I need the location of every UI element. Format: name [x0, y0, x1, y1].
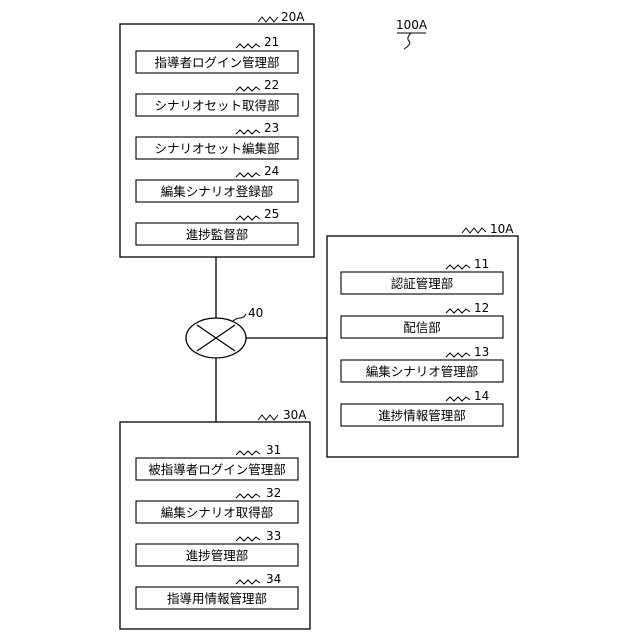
figure-ref-leader	[397, 33, 426, 49]
unit-25-label: 進捗監督部	[186, 227, 249, 242]
unit-23-label: シナリオセット編集部	[154, 141, 279, 156]
unit-34-ref: 34	[266, 572, 281, 586]
unit-34-label: 指導用情報管理部	[167, 591, 267, 606]
unit-25-ref: 25	[264, 207, 279, 221]
network-ref-label: 40	[248, 306, 263, 320]
network-symbol	[186, 318, 246, 358]
unit-22-ref: 22	[264, 78, 279, 92]
unit-12-ref: 12	[474, 301, 489, 315]
unit-21-ref: 21	[264, 35, 279, 49]
block-20a: 20A 指導者ログイン管理部 21 シナリオセット取得部 22 シナリオセット編…	[120, 10, 314, 257]
block-20a-ref-leader	[258, 17, 278, 22]
block-20a-ref-label: 20A	[281, 10, 305, 24]
block-10a-ref-leader	[462, 228, 486, 233]
unit-33-ref: 33	[266, 529, 281, 543]
unit-13-ref: 13	[474, 345, 489, 359]
unit-33-label: 進捗管理部	[186, 548, 249, 563]
unit-31-ref: 31	[266, 443, 281, 457]
unit-21-label: 指導者ログイン管理部	[154, 55, 279, 70]
block-30a: 30A 被指導者ログイン管理部 31 編集シナリオ取得部 32 進捗管理部 33…	[120, 408, 310, 629]
unit-14-ref: 14	[474, 389, 489, 403]
block-10a: 10A 認証管理部 11 配信部 12 編集シナリオ管理部 13 進捗情報管理部…	[327, 222, 518, 457]
network-ref-leader	[232, 314, 246, 322]
unit-23-ref: 23	[264, 121, 279, 135]
unit-11-ref: 11	[474, 257, 489, 271]
unit-32-label: 編集シナリオ取得部	[161, 505, 274, 520]
block-30a-ref-leader	[258, 415, 278, 420]
unit-31-label: 被指導者ログイン管理部	[148, 462, 286, 477]
block-30a-ref-label: 30A	[283, 408, 307, 422]
unit-24-ref: 24	[264, 164, 279, 178]
unit-32-ref: 32	[266, 486, 281, 500]
unit-22-label: シナリオセット取得部	[154, 98, 279, 113]
unit-11-label: 認証管理部	[391, 276, 454, 291]
unit-12-label: 配信部	[403, 320, 441, 335]
unit-24-label: 編集シナリオ登録部	[161, 184, 274, 199]
unit-13-label: 編集シナリオ管理部	[366, 364, 479, 379]
figure-ref-label: 100A	[396, 18, 428, 32]
unit-14-label: 進捗情報管理部	[378, 408, 466, 423]
block-10a-ref-label: 10A	[490, 222, 514, 236]
